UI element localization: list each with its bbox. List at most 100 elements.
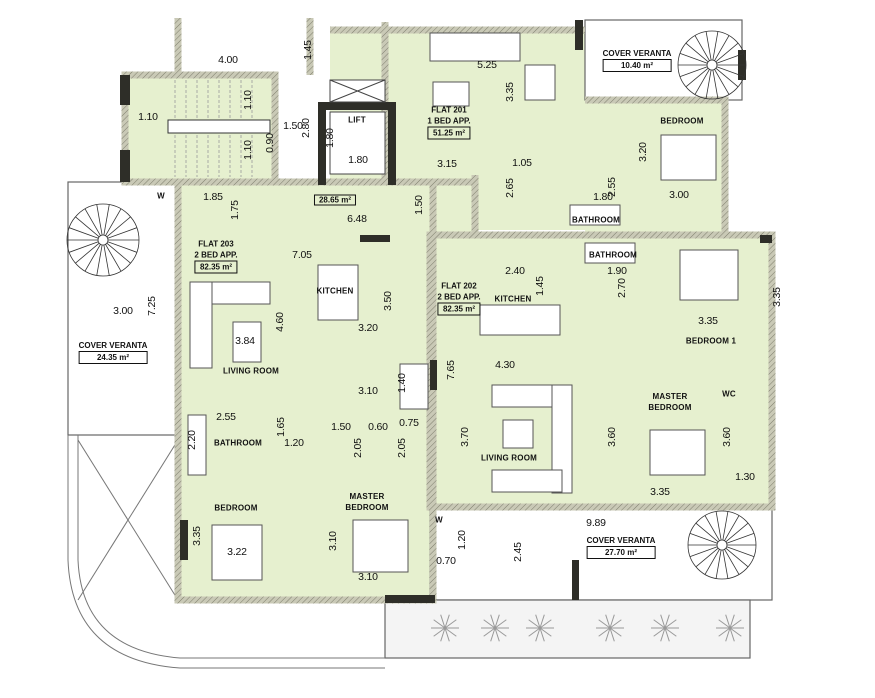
dimension-label: 2.05 (396, 438, 408, 458)
spiral-stair-icon (677, 30, 747, 100)
dimension-label: 3.00 (669, 189, 689, 201)
plant-icon (433, 619, 446, 629)
plant-icon (490, 614, 496, 629)
plant-icon (609, 614, 615, 629)
room-label: BATHROOM (213, 438, 263, 448)
room-label: LIVING ROOM (481, 453, 537, 463)
veranda-name: COVER VERANTA (602, 49, 672, 58)
plant-icon (664, 614, 670, 629)
plant-icon (598, 627, 611, 637)
dimension-label: 1.50 (283, 120, 303, 132)
veranda-name: COVER VERANTA (586, 536, 656, 545)
sofa (491, 469, 563, 493)
coffee-table (502, 419, 534, 449)
corridor-floor (178, 182, 475, 237)
dimension-label: 2.20 (186, 430, 198, 450)
veranda-bottom (429, 506, 773, 601)
bed (660, 134, 717, 181)
plant-icon (440, 627, 446, 642)
shower (399, 363, 429, 410)
dimension-label: 2.40 (505, 265, 525, 277)
dimension-label: 1.90 (607, 265, 627, 277)
dimension-label: 6.48 (347, 213, 367, 225)
plant-icon (440, 614, 446, 629)
plant-icon (494, 619, 507, 629)
furniture (187, 32, 739, 581)
plant-icon (660, 627, 666, 642)
spiral-stairs (66, 30, 757, 580)
room-label: KITCHEN (316, 286, 354, 296)
plant-icon (729, 627, 742, 637)
plant-icon (528, 627, 541, 637)
dimension-label: 3.10 (358, 385, 378, 397)
dimension-label: 2.45 (512, 542, 524, 562)
flat-area: 82.35 m² (437, 302, 481, 316)
plant-icon (539, 627, 552, 637)
room-label: WC (722, 389, 736, 399)
dimension-label: 2.70 (616, 278, 628, 298)
dimension-label: 4.30 (495, 359, 515, 371)
dimension-label: 3.20 (637, 142, 649, 162)
plant-icon (664, 627, 677, 637)
sofa (189, 281, 213, 369)
dimension-label: 1.40 (396, 373, 408, 393)
kitchen-counter (479, 304, 561, 336)
veranda-name: COVER VERANTA (78, 341, 148, 350)
dimension-label: 1.85 (203, 191, 223, 203)
plant-icon (539, 614, 545, 629)
dimension-label: 1.80 (324, 128, 336, 148)
dimension-label: 7.65 (445, 360, 457, 380)
dimension-label: 1.10 (242, 90, 254, 110)
bed (649, 429, 706, 476)
veranda-area: 27.70 m² (586, 546, 656, 559)
plant-icon (660, 614, 666, 629)
plant-icon (725, 614, 731, 629)
plant-icon (598, 619, 611, 629)
room-label: W (157, 191, 165, 201)
flat-name: FLAT 201 (431, 105, 467, 115)
dimension-label: 3.20 (358, 322, 378, 334)
verandas (67, 19, 773, 659)
flat-name: FLAT 202 (441, 281, 477, 291)
room-label: W (435, 515, 443, 525)
plant-icon (725, 627, 731, 642)
dimension-label: 2.55 (606, 177, 618, 197)
dimension-label: 2.55 (216, 411, 236, 423)
dimension-label: 9.89 (586, 517, 606, 529)
sofa (551, 384, 573, 494)
curved-balcony (67, 435, 385, 669)
dimension-label: 1.50 (413, 195, 425, 215)
flat-202-label: FLAT 202 2 BED APP. 82.35 m² (437, 281, 481, 316)
plant-icon (494, 614, 500, 629)
bathtub (569, 204, 621, 226)
dimension-label: 3.50 (382, 291, 394, 311)
plant-icon (718, 627, 731, 637)
plant-icon (539, 627, 545, 642)
dimension-label: 1.75 (229, 200, 241, 220)
dimension-label: 1.20 (456, 530, 468, 550)
plant-icon (535, 627, 541, 642)
dimension-label: 7.25 (146, 296, 158, 316)
dimension-label: 4.00 (218, 54, 238, 66)
plant-icon (718, 619, 731, 629)
stair-treads (174, 80, 253, 177)
plant-icon (605, 614, 611, 629)
bathtub (187, 414, 207, 476)
dimension-label: 3.35 (191, 526, 203, 546)
table (232, 321, 262, 363)
room-label: MASTER BEDROOM (648, 392, 692, 412)
flat-name: FLAT 203 (198, 239, 234, 249)
plant-icon (444, 614, 450, 629)
dimension-label: 3.35 (771, 287, 783, 307)
common-area-label: 28.65 m² (313, 194, 357, 206)
veranda-label: COVER VERANTA 10.40 m² (602, 48, 672, 72)
room-label: BEDROOM (214, 503, 258, 513)
plant-icon (528, 619, 541, 629)
plant-icon (609, 619, 622, 629)
flat-type: 2 BED APP. (437, 292, 481, 302)
dimension-label: 1.80 (348, 154, 368, 166)
dimension-label: 3.35 (504, 82, 516, 102)
dimension-label: 3.10 (358, 571, 378, 583)
dimension-label: 1.45 (302, 40, 314, 60)
planter (384, 599, 751, 659)
